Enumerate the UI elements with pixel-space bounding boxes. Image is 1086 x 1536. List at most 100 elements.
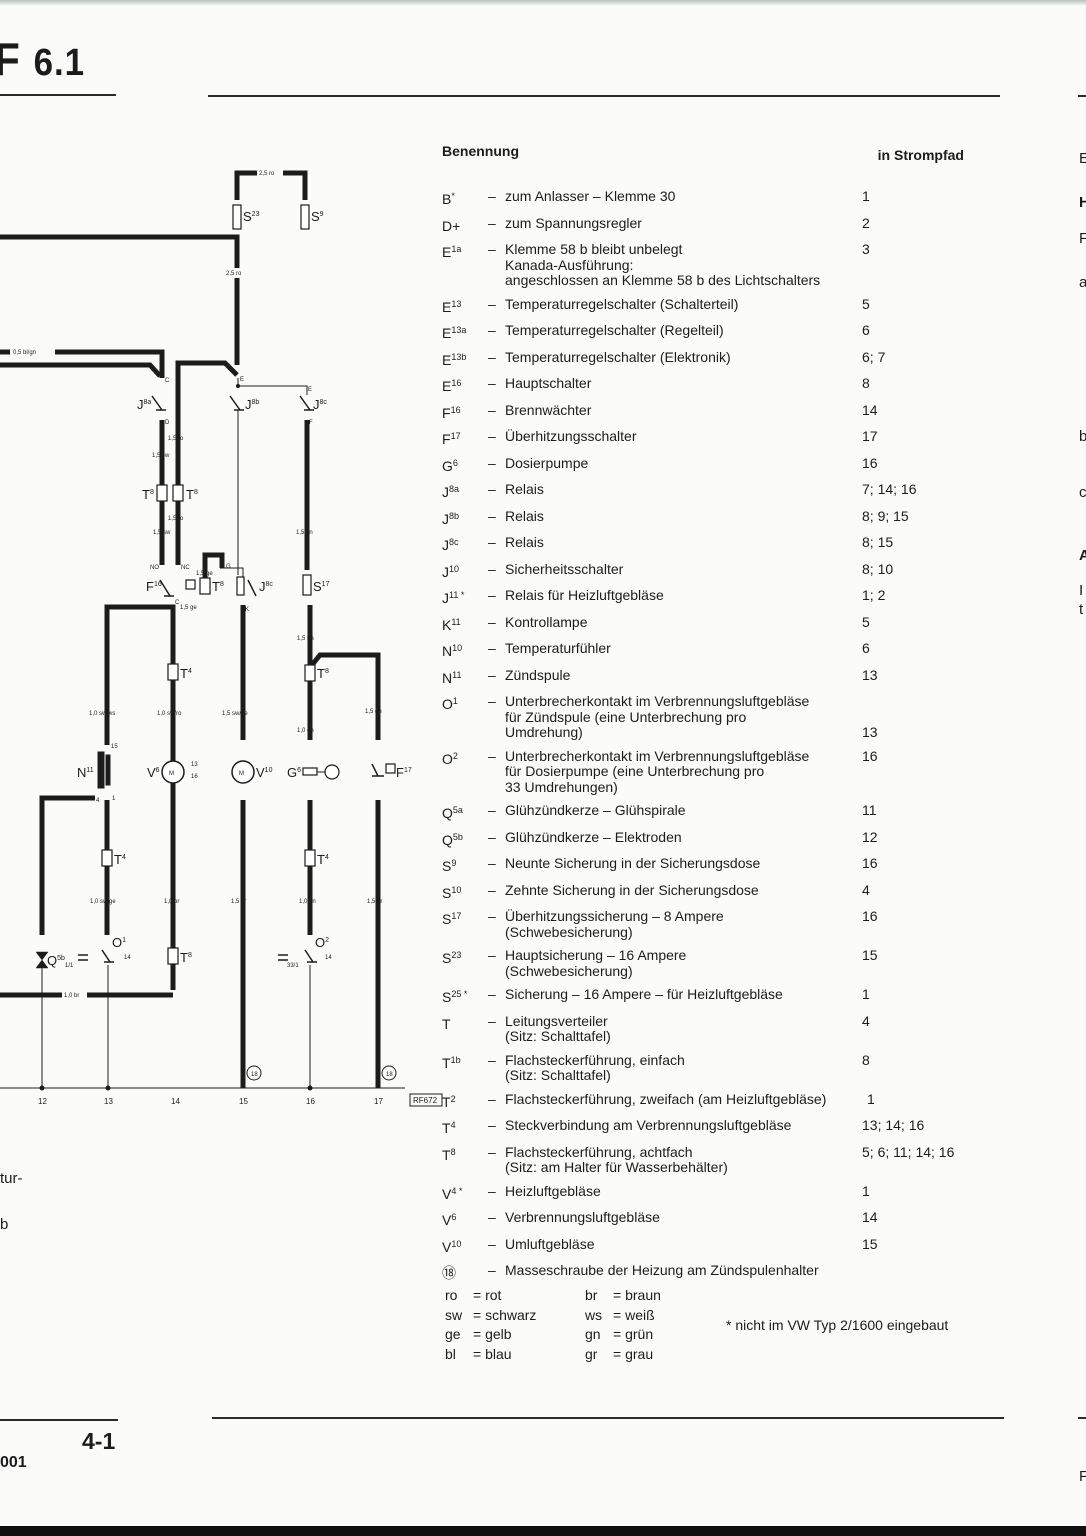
relay-coil-j8c-icon [236, 576, 245, 596]
item-description: Umluftgebläse [505, 1235, 860, 1256]
description-line: Temperaturregelschalter (Schalterteil) [505, 295, 739, 312]
item-current-path: 2 [862, 214, 870, 231]
item-code: J11 * [442, 590, 465, 606]
wire-13-14 [0, 604, 176, 998]
item-current-path: 15 [862, 947, 878, 963]
description-line: Glühzündkerze – Elektroden [505, 828, 682, 845]
label-f17: F17 [396, 765, 412, 780]
item-description: Hauptschalter [505, 375, 860, 395]
item-description: Dosierpumpe [505, 454, 860, 475]
ground-ref: 18 [251, 1072, 258, 1078]
terminal-label: C [165, 378, 170, 384]
description-line: Verbrennungsluftgebläse [505, 1209, 660, 1225]
description-line: Unterbrecherkontakt im Verbrennungsluftg… [505, 747, 810, 764]
terminal-label: NC [181, 565, 190, 571]
motor-label: M [169, 771, 174, 777]
current-path-number: 17 [374, 1097, 383, 1106]
current-path-number: 14 [171, 1097, 180, 1106]
item-dash: – [488, 348, 496, 365]
item-code: O2 [442, 750, 458, 767]
item-current-path: 8; 10 [862, 560, 894, 577]
description-line: Temperaturregelschalter (Regelteil) [505, 322, 724, 338]
right-page-fragment: I [1079, 582, 1084, 599]
label-j8a: J8a [137, 397, 151, 412]
color-code: ro= rot [445, 1286, 585, 1306]
item-code: F16 [442, 404, 461, 421]
label-s9: S9 [311, 209, 324, 224]
item-code: T [442, 1015, 451, 1032]
wire-12 [39, 795, 95, 935]
glow-plug-q5b-icon [35, 951, 49, 969]
item-code: G6 [442, 457, 458, 474]
fuse-s23-icon [232, 204, 242, 230]
item-code: S17 [442, 911, 462, 927]
description-line: zum Anlasser – Klemme 30 [505, 188, 676, 204]
item-description: Relais [505, 534, 860, 554]
thin-wires [0, 378, 405, 1089]
right-page-fragment: c [1079, 484, 1086, 501]
right-page-fragment: b [1079, 428, 1086, 445]
item-description: Glühzündkerze – Glühspirale [505, 802, 860, 822]
item-dash: – [488, 1012, 496, 1029]
item-dash: – [488, 1051, 496, 1068]
section-letter: F [0, 33, 21, 85]
description-line: Dosierpumpe [505, 454, 589, 471]
label-t8a: T8 [142, 487, 154, 502]
label-o1: O1 [112, 935, 126, 950]
wire-thin-ground [41, 965, 311, 1088]
description-line: (Sitz: am Halter für Wasserbehälter) [505, 1159, 728, 1175]
item-description: Sicherheitsschalter [505, 561, 860, 581]
item-dash: – [488, 241, 496, 257]
item-code: Q5a [442, 805, 463, 821]
fuse-s17-icon [302, 574, 312, 596]
item-description: Temperaturregelschalter (Schalterteil) [505, 295, 860, 316]
item-description: Unterbrecherkontakt im Verbrennungsluftg… [505, 693, 860, 741]
legend-item: T4–Steckverbindung am Verbrennungsluftge… [442, 1117, 1002, 1145]
item-current-path [862, 1263, 1002, 1282]
description-line: Relais [505, 534, 544, 550]
item-dash: – [488, 1235, 496, 1252]
description-line: Leitungsverteiler [505, 1012, 608, 1029]
description-line: (Schwebesicherung) [505, 962, 633, 979]
item-code: T1b [442, 1054, 461, 1071]
description-line: 33 Umdrehungen) [505, 778, 618, 795]
terminal-label: NO [150, 565, 159, 571]
wire-g [202, 552, 225, 585]
item-code: S10 [442, 884, 462, 901]
item-description: Flachsteckerführung, zweifach (am Heizlu… [505, 1091, 867, 1111]
description-line: Umluftgebläse [505, 1235, 595, 1252]
legend-item: S9–Neunte Sicherung in der Sicherungsdos… [442, 855, 1002, 883]
left-page-fragment: b [0, 1216, 9, 1233]
item-dash: – [488, 613, 496, 630]
label-s17: S17 [313, 579, 330, 594]
ref-label: 14 [124, 955, 131, 961]
item-code: T2 [442, 1093, 456, 1110]
item-code: S9 [442, 858, 457, 874]
color-abbr: ro [445, 1287, 458, 1303]
item-dash: – [488, 1262, 496, 1278]
item-description: Glühzündkerze – Elektroden [505, 828, 860, 849]
item-description: Überhitzungssicherung – 8 Ampere(Schwebe… [505, 908, 860, 940]
item-code: D+ [442, 217, 461, 234]
item-description: Neunte Sicherung in der Sicherungsdose [505, 855, 860, 875]
item-current-path: 15 [862, 1235, 878, 1252]
terminal-label: E [308, 387, 312, 393]
item-dash: – [488, 454, 496, 471]
item-current-path: 11 [862, 802, 877, 818]
wire-label: 1,0 br [164, 899, 179, 905]
terminal-label: K [245, 607, 249, 613]
description-line: Brennwächter [505, 401, 592, 418]
item-code: E16 [442, 378, 462, 394]
switch-j8a-icon [151, 395, 166, 411]
item-dash: – [488, 747, 496, 764]
item-description: Sicherung – 16 Ampere – für Heizluftgebl… [505, 986, 860, 1006]
item-code: V10 [442, 1238, 462, 1255]
sensor-box-icon [185, 579, 196, 590]
